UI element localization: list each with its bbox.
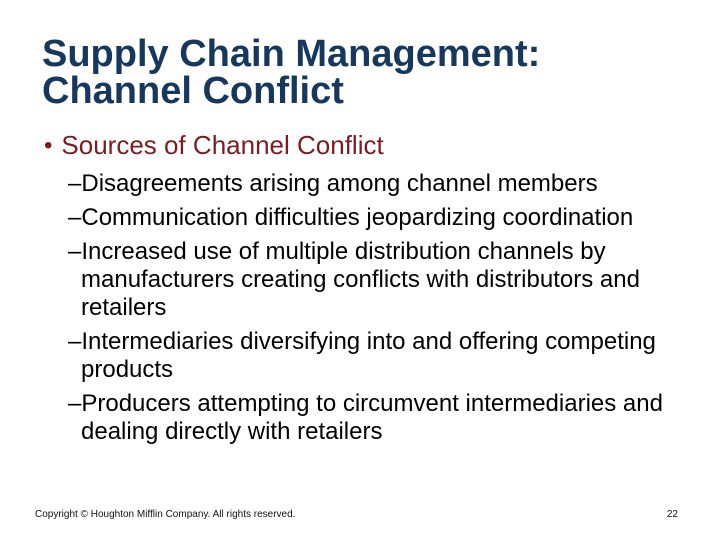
- sub-bullet-item: –Increased use of multiple distribution …: [68, 238, 688, 322]
- sub-bullet-item: –Producers attempting to circumvent inte…: [68, 390, 688, 446]
- sub-bullet-item: –Communication difficulties jeopardizing…: [68, 204, 688, 232]
- slide-title: Supply Chain Management: Channel Conflic…: [42, 33, 702, 112]
- sub-bullet-text: Disagreements arising among channel memb…: [81, 170, 598, 197]
- main-bullet-text: Sources of Channel Conflict: [61, 130, 384, 160]
- sub-bullet-text: Increased use of multiple distribution c…: [81, 238, 640, 321]
- slide-title-line2: Channel Conflict: [42, 70, 344, 112]
- sub-bullet-list: –Disagreements arising among channel mem…: [68, 170, 688, 452]
- dash-bullet: –: [68, 238, 82, 265]
- sub-bullet-text: Communication difficulties jeopardizing …: [81, 204, 634, 231]
- sub-bullet-text: Intermediaries diversifying into and off…: [81, 328, 656, 383]
- sub-bullet-item: –Intermediaries diversifying into and of…: [68, 328, 688, 384]
- dash-bullet: –: [68, 390, 82, 417]
- slide-title-line1: Supply Chain Management:: [42, 33, 541, 75]
- dash-bullet: –: [68, 328, 82, 355]
- footer-page-number: 22: [666, 509, 678, 520]
- dash-bullet: –: [68, 170, 82, 197]
- sub-bullet-item: –Disagreements arising among channel mem…: [68, 170, 688, 198]
- dash-bullet: –: [68, 204, 82, 231]
- main-bullet-row: • Sources of Channel Conflict: [44, 130, 694, 162]
- bullet-dot-icon: •: [44, 132, 53, 159]
- footer-copyright: Copyright © Houghton Mifflin Company. Al…: [35, 509, 296, 520]
- sub-bullet-text: Producers attempting to circumvent inter…: [81, 390, 663, 445]
